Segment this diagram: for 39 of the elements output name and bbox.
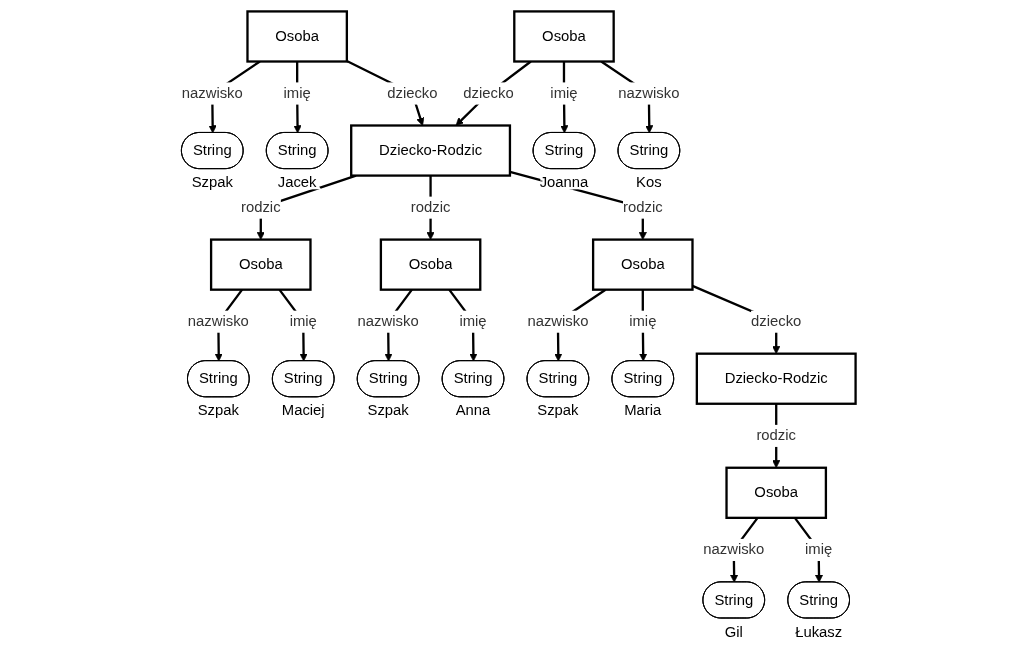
edge-label: dziecko [386,84,438,101]
node-box: Osoba [591,237,694,291]
value-label: Łukasz [794,623,842,640]
value-label: Szpak [191,173,233,190]
node-box: Osoba [245,9,348,63]
edge-label: imię [283,84,311,101]
value-label: Jacek [277,173,317,190]
edge-label: rodzic [240,198,281,215]
edge-label: nazwisko [181,84,243,101]
node-box: Osoba [379,237,481,291]
edge-label: imię [804,540,832,557]
edge-label: nazwisko [357,312,419,329]
node-box: Dziecko-Rodzic [349,123,511,177]
value-label: Gil [724,623,743,640]
edge-label: nazwisko [526,312,588,329]
edge-label: nazwisko [187,312,249,329]
edge-label: rodzic [622,198,663,215]
node-box: Dziecko-Rodzic [695,352,857,405]
edge-label: dziecko [750,312,801,329]
edge-label: imię [289,312,317,329]
edge-label: dziecko [462,84,514,101]
edge-label: nazwisko [702,540,764,557]
value-label: Kos [635,173,662,190]
value-label: Joanna [539,173,588,190]
value-label: Anna [455,401,490,418]
node-box: Osoba [724,466,827,519]
edge-label: imię [628,312,656,329]
edge-label: imię [458,312,487,329]
value-label: Szpak [536,401,578,418]
value-label: Szpak [367,401,409,418]
node-box: Osoba [512,9,615,63]
value-label: Szpak [197,401,239,418]
edge-label: imię [549,84,578,101]
edge-label: nazwisko [617,84,679,101]
node-box: Osoba [209,237,312,291]
edge-label: rodzic [755,426,796,443]
value-label: Maciej [281,401,325,418]
edge-label: rodzic [410,198,450,215]
value-label: Maria [623,401,661,418]
